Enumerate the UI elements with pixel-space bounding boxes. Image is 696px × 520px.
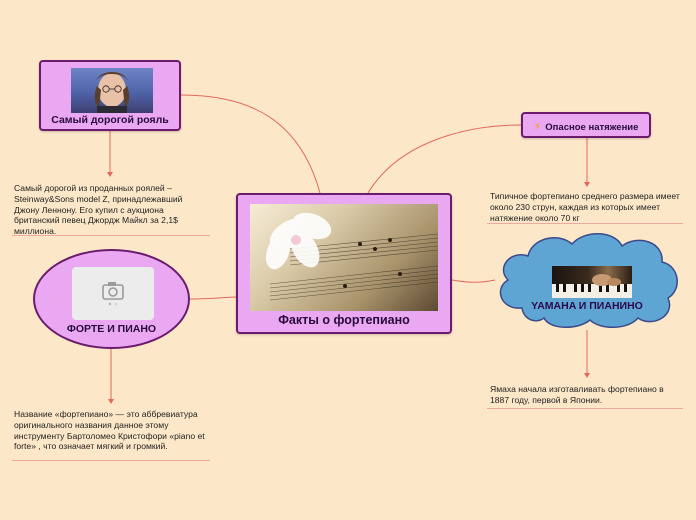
link-center-top-right [367,124,522,194]
note-underline [12,235,210,236]
person-photo [71,68,153,113]
piano-player-photo [552,266,632,298]
node-most-expensive-piano[interactable]: Самый дорогой рояль [39,60,181,131]
note-underline [487,223,683,224]
arrowhead-top-right [584,182,590,187]
center-topic-title: Факты о фортепиано [278,313,410,327]
node-most-expensive-piano-title: Самый дорогой рояль [51,114,169,126]
node-dangerous-tension-title: Опасное натяжение [545,122,639,133]
camera-icon [102,282,124,306]
center-topic-node[interactable]: Факты о фортепиано [236,193,452,334]
link-center-ellipse [189,296,237,300]
note-dangerous-tension: Типичное фортепиано среднего размера име… [490,191,680,223]
node-dangerous-tension[interactable]: ⚡Опасное натяжение [521,112,651,138]
arrowhead-cloud [584,373,590,378]
link-center-cloud [451,279,496,283]
node-yamaha-piano[interactable]: YAMAHA И ПИАНИНО [492,228,682,330]
note-forte-piano: Название «фортепиано» — это аббревиатура… [14,409,205,452]
note-yamaha-piano: Ямаха начала изготавливать фортепиано в … [490,384,664,405]
image-placeholder [72,267,154,320]
note-underline [487,408,683,409]
node-yamaha-piano-title: YAMAHA И ПИАНИНО [531,300,643,312]
sheet-music-photo [250,204,438,311]
arrowhead-ellipse [108,399,114,404]
node-dangerous-tension-label: ⚡Опасное натяжение [523,120,649,133]
node-forte-piano[interactable]: ФОРТЕ И ПИАНО [33,249,190,349]
lightning-icon: ⚡ [533,121,542,133]
node-forte-piano-title: ФОРТЕ И ПИАНО [66,323,157,335]
arrowhead-top-left [107,172,113,177]
note-most-expensive-piano: Самый дорогой из проданных роялей – Stei… [14,183,183,237]
note-underline [12,460,210,461]
link-center-top-left [180,94,321,194]
